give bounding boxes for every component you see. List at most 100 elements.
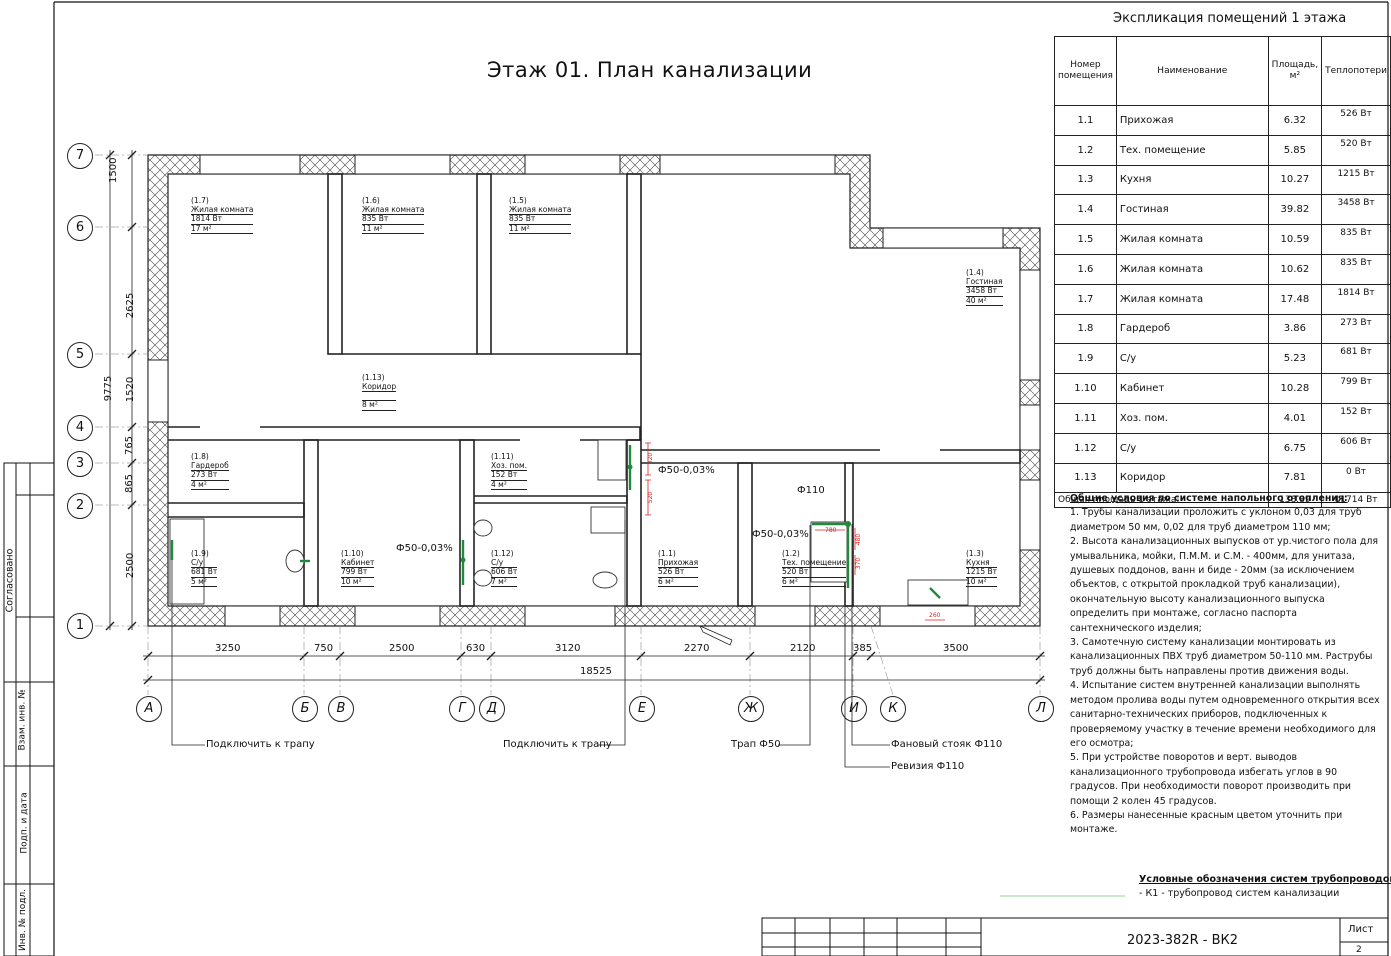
table-header-row: Номер помещения Наименование Площадь, м²…	[1054, 36, 1391, 106]
drawing-code: 2023-382R - ВК2	[1127, 933, 1238, 948]
dimension-lines	[105, 150, 1045, 685]
note-item: 3. Самотечную систему канализации монтир…	[1070, 637, 1373, 677]
room-number-cell: 1.13	[1054, 462, 1117, 494]
room-name-cell: Кухня	[1115, 164, 1269, 196]
room-heat-cell: 152 Вт	[1321, 402, 1391, 434]
room-area-cell: 10.28	[1267, 373, 1323, 404]
room-heat-cell: 1814 Вт	[1321, 283, 1391, 315]
room-name-cell: С/у	[1115, 343, 1269, 375]
axis-bubble-col: Е	[629, 696, 655, 722]
room-area-cell: 5.85	[1267, 134, 1323, 166]
red-dim: 260	[929, 612, 941, 619]
room-area-cell: 10.62	[1267, 253, 1323, 285]
stamp-sign-date: Подп. и дата	[19, 792, 30, 854]
axis-bubble-col: Ж	[738, 696, 764, 722]
axis-bubble-row: 2	[67, 493, 93, 519]
dim-total: 18525	[580, 666, 612, 677]
title-block	[761, 917, 1389, 956]
room-name-cell: С/у	[1115, 432, 1269, 464]
stamp-agreed: Согласовано	[4, 548, 16, 613]
room-heat-cell: 273 Вт	[1321, 313, 1391, 345]
callout-trap: Трап Ф50	[731, 739, 781, 750]
total-area: 138.89	[1267, 492, 1323, 509]
room-number-cell: 1.9	[1054, 343, 1117, 375]
total-heat: 11714 Вт	[1321, 492, 1391, 509]
room-area-cell: 10.27	[1267, 164, 1323, 196]
room-area-cell: 39.82	[1267, 194, 1323, 226]
room-area-cell: 10.59	[1267, 224, 1323, 255]
note-item: 6. Размеры нанесенные красным цветом уто…	[1070, 809, 1343, 836]
room-heat-cell: 1215 Вт	[1321, 164, 1391, 196]
room-name-cell: Кабинет	[1115, 373, 1269, 404]
dim-label: 2500	[125, 552, 137, 579]
notes-title: Общие условия по системе напольного отоп…	[1070, 493, 1348, 504]
room-heat-cell: 799 Вт	[1321, 373, 1391, 404]
red-dim: 370	[855, 557, 863, 570]
axis-bubble-col: И	[841, 696, 867, 722]
header-cell: Теплопотери	[1321, 36, 1391, 106]
dim-label: 865	[124, 473, 136, 494]
header-cell: Номер помещения	[1054, 36, 1117, 106]
legend-item: - К1 - трубопровод систем канализации	[1139, 888, 1340, 899]
dim-label: 3250	[215, 643, 241, 654]
room-heat-cell: 835 Вт	[1321, 224, 1391, 255]
callout-drain: Подключить к трапу	[503, 739, 612, 750]
room-name-cell: Жилая комната	[1115, 253, 1269, 285]
room-heat-cell: 3458 Вт	[1321, 194, 1391, 226]
room-name-cell: Коридор	[1115, 462, 1269, 494]
red-dim: 320	[647, 452, 655, 465]
room-area-cell: 3.86	[1267, 313, 1323, 345]
pipe-nodes	[460, 464, 851, 563]
dim-label: 765	[124, 435, 136, 456]
room-area-cell: 17.48	[1267, 283, 1323, 315]
axis-bubble-row: 4	[67, 415, 93, 441]
room-heat-cell: 0 Вт	[1321, 462, 1391, 494]
callout-revision: Ревизия Ф110	[891, 761, 965, 772]
room-heat-cell: 606 Вт	[1321, 432, 1391, 464]
room-schedule-table: Номер помещения Наименование Площадь, м²…	[1054, 36, 1391, 509]
room-area-cell: 7.81	[1267, 462, 1323, 494]
grid-axis-lines	[95, 154, 1041, 696]
note-item: 1. Трубы канализации проложить с уклоном…	[1070, 507, 1362, 533]
axis-bubble-col: К	[880, 696, 906, 722]
dim-label: 630	[466, 643, 486, 654]
axis-bubble-row: 7	[67, 143, 93, 169]
room-heat-cell: 681 Вт	[1321, 343, 1391, 375]
room-heat-cell: 526 Вт	[1321, 105, 1391, 136]
room-number-cell: 1.3	[1054, 164, 1117, 196]
note-item: 5. При устройстве поворотов и верт. выво…	[1070, 752, 1351, 807]
dim-total: 9775	[103, 375, 115, 402]
room-name-cell: Жилая комната	[1115, 283, 1269, 315]
axis-bubble-row: 1	[67, 613, 93, 639]
room-number-cell: 1.8	[1054, 313, 1117, 345]
windows	[147, 154, 1041, 627]
room-number-cell: 1.11	[1054, 402, 1117, 434]
axis-bubble-col: Г	[449, 696, 475, 722]
pipe-label: Ф110	[797, 485, 825, 496]
dim-label: 385	[853, 643, 873, 654]
axis-bubble-row: 6	[67, 215, 93, 241]
dim-label: 3500	[943, 643, 969, 654]
red-dimension-marks	[645, 442, 945, 621]
axis-bubble-col: А	[136, 696, 162, 722]
exterior-walls	[147, 154, 1041, 627]
room-number-cell: 1.7	[1054, 283, 1117, 315]
red-dim: 480	[855, 533, 863, 546]
